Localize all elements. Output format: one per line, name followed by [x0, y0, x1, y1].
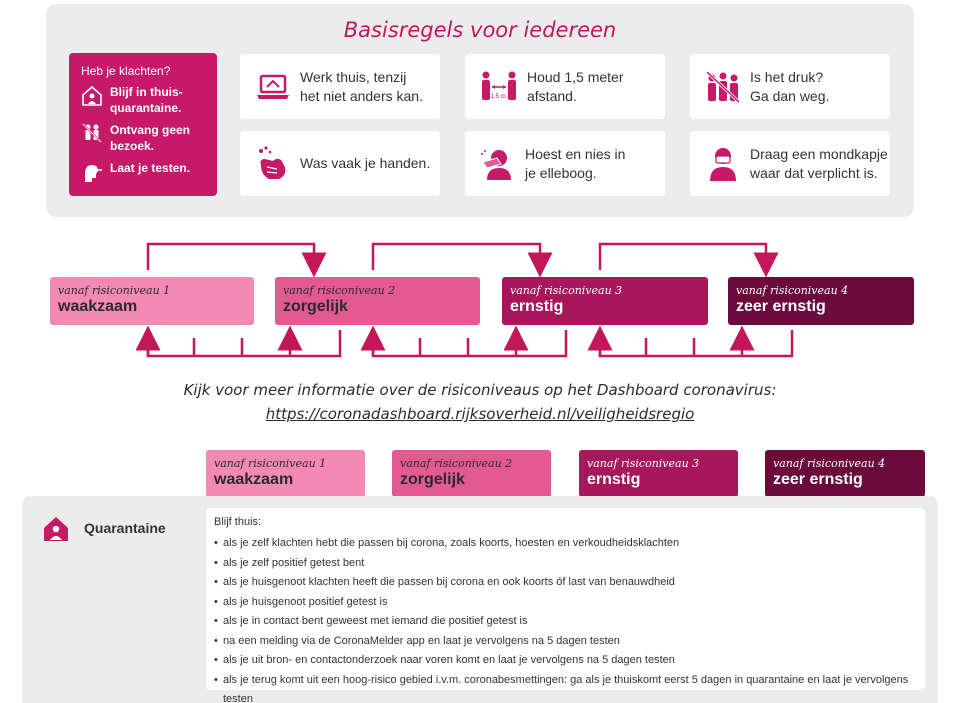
rule-text: Draag een mondkapje waar dat verplicht i…	[750, 145, 888, 181]
rule-card-work-home: Werk thuis, tenzij het niet anders kan.	[240, 54, 440, 119]
dashboard-info: Kijk voor meer informatie over de risico…	[0, 378, 960, 426]
escalation-arrows	[146, 242, 779, 278]
escalation-arrow-3-4	[598, 242, 779, 278]
level-box-1: vanaf risiconiveau 1 waakzaam	[50, 277, 254, 325]
deescalation-bracket-3	[598, 330, 794, 358]
column-header-level-4: vanaf risiconiveau 4 zeer ernstig	[765, 450, 925, 497]
complaints-heading: Heb je klachten?	[81, 64, 171, 78]
laptop-icon	[254, 68, 292, 106]
list-item: als je huisgenoot klachten heeft die pas…	[214, 573, 917, 593]
level-name: ernstig	[587, 471, 641, 488]
level-name: waakzaam	[214, 471, 294, 488]
rule-card-distance: 1,5 m. Houd 1,5 meter afstand.	[465, 54, 665, 119]
list-item: na een melding via de CoronaMelder app e…	[214, 632, 917, 652]
complaint-item-test: Laat je testen.	[81, 160, 205, 184]
level-name: ernstig	[510, 298, 564, 315]
list-item: als je terug komt uit een hoog-risico ge…	[214, 671, 917, 703]
level-sub: vanaf risiconiveau 1	[58, 284, 171, 297]
level-name: waakzaam	[58, 298, 138, 315]
level-sub: vanaf risiconiveau 2	[283, 284, 396, 297]
level-sub: vanaf risiconiveau 3	[510, 284, 623, 297]
dashboard-info-text: Kijk voor meer informatie over de risico…	[183, 381, 777, 399]
rules-title: Basisregels voor iedereen	[343, 18, 617, 42]
deescalation-bracket-1	[146, 330, 342, 358]
column-header-level-1: vanaf risiconiveau 1 waakzaam	[206, 450, 365, 497]
level-sub: vanaf risiconiveau 4	[773, 457, 886, 470]
complaint-text: Blijf in thuis- quarantaine.	[110, 85, 183, 115]
level-sub: vanaf risiconiveau 3	[587, 457, 700, 470]
level-box-2: vanaf risiconiveau 2 zorgelijk	[275, 277, 480, 325]
distance-icon: 1,5 m.	[479, 68, 519, 106]
test-swab-icon	[81, 160, 103, 184]
rule-card-wash-hands: Was vaak je handen.	[240, 131, 440, 196]
level-sub: vanaf risiconiveau 4	[736, 284, 849, 297]
rule-card-cough-elbow: Hoest en nies in je elleboog.	[465, 131, 665, 196]
level-name: zeer ernstig	[736, 298, 826, 315]
rule-text: Is het druk? Ga dan weg.	[750, 68, 830, 104]
quarantine-rules-card: Blijf thuis: als je zelf klachten hebt d…	[206, 508, 925, 703]
deescalation-arrows	[135, 330, 794, 358]
complaint-text: Ontvang geen bezoek.	[110, 123, 191, 153]
column-header-level-2: vanaf risiconiveau 2 zorgelijk	[392, 450, 551, 497]
home-quarantine-icon	[81, 84, 103, 108]
list-item: als je uit bron- en contactonderzoek naa…	[214, 651, 917, 671]
cough-elbow-icon	[479, 145, 517, 183]
level-arrows-diagram	[135, 242, 794, 358]
face-mask-icon	[704, 145, 742, 183]
rule-text: Hoest en nies in je elleboog.	[525, 145, 626, 181]
list-item: als je zelf klachten hebt die passen bij…	[214, 534, 917, 554]
dashboard-link[interactable]: https://coronadashboard.rijksoverheid.nl…	[265, 405, 695, 423]
complaint-text: Laat je testen.	[110, 161, 191, 175]
no-visitors-icon	[81, 122, 103, 146]
list-item: als je huisgenoot positief getest is	[214, 593, 917, 613]
level-name: zeer ernstig	[773, 471, 863, 488]
rule-card-crowd: Is het druk? Ga dan weg.	[690, 54, 890, 119]
rule-card-face-mask: Draag een mondkapje waar dat verplicht i…	[690, 131, 890, 196]
rule-text: Houd 1,5 meter afstand.	[527, 68, 624, 104]
rule-text: Werk thuis, tenzij het niet anders kan.	[300, 68, 423, 104]
level-box-3: vanaf risiconiveau 3 ernstig	[502, 277, 708, 325]
level-name: zorgelijk	[283, 298, 348, 315]
escalation-arrow-1-2	[146, 242, 327, 278]
level-box-4: vanaf risiconiveau 4 zeer ernstig	[728, 277, 914, 325]
distance-label: 1,5 m.	[491, 94, 508, 100]
rule-text: Was vaak je handen.	[300, 155, 431, 171]
house-person-icon	[42, 515, 70, 543]
quarantine-intro: Blijf thuis:	[214, 516, 262, 528]
list-item: als je zelf positief getest bent	[214, 554, 917, 574]
complaint-item-no-visitors: Ontvang geen bezoek.	[81, 122, 205, 154]
list-item: als je in contact bent geweest met ieman…	[214, 612, 917, 632]
quarantine-list: als je zelf klachten hebt die passen bij…	[214, 534, 917, 703]
escalation-arrow-2-3	[371, 242, 553, 278]
wash-hands-icon	[254, 145, 292, 183]
complaints-box: Heb je klachten? Blijf in thuis- quarant…	[69, 53, 217, 196]
column-header-level-3: vanaf risiconiveau 3 ernstig	[579, 450, 738, 497]
level-sub: vanaf risiconiveau 2	[400, 457, 513, 470]
quarantine-title: Quarantaine	[84, 520, 166, 536]
complaint-item-quarantine: Blijf in thuis- quarantaine.	[81, 84, 205, 116]
level-sub: vanaf risiconiveau 1	[214, 457, 327, 470]
crowd-icon	[704, 68, 742, 106]
deescalation-bracket-2	[371, 330, 568, 358]
level-name: zorgelijk	[400, 471, 465, 488]
